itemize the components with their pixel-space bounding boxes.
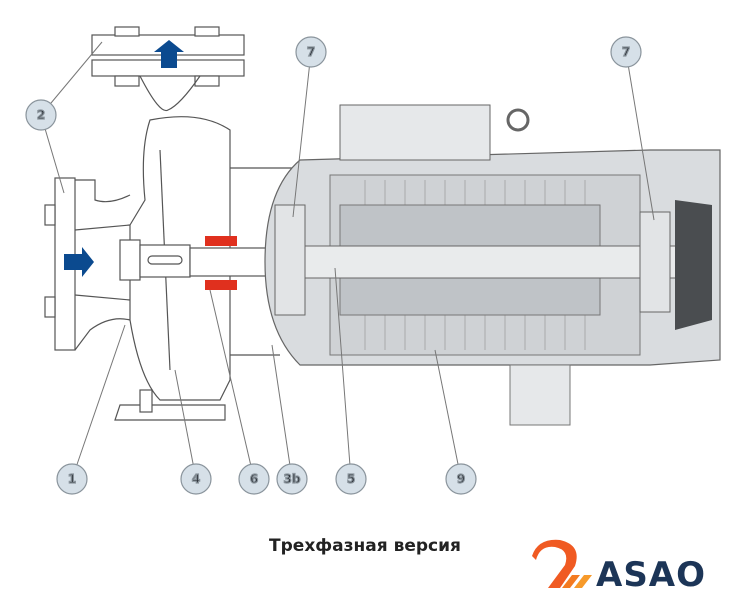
- discharge-flow-arrow-icon: [154, 40, 184, 68]
- svg-text:4: 4: [192, 472, 200, 486]
- callout-1: 1: [56, 463, 88, 495]
- callout-6: 6: [238, 463, 270, 495]
- callout-7-front-bearing: 7: [295, 36, 327, 68]
- callout-5: 5: [335, 463, 367, 495]
- mechanical-seal-bottom: [205, 280, 237, 290]
- svg-text:6: 6: [250, 472, 258, 486]
- callout-9: 9: [445, 463, 477, 495]
- svg-text:5: 5: [347, 472, 355, 486]
- pump-body: [44, 26, 300, 421]
- asao-logo-mark-icon: [532, 539, 592, 588]
- asao-logo-text: ASAO: [596, 555, 707, 595]
- callout-2: 2: [25, 99, 57, 131]
- svg-text:7: 7: [307, 45, 315, 59]
- svg-text:2: 2: [37, 108, 45, 122]
- svg-text:9: 9: [457, 472, 465, 486]
- diagram-caption: Трехфазная версия: [269, 536, 461, 556]
- motor: [264, 104, 721, 426]
- callout-4: 4: [180, 463, 212, 495]
- svg-text:3b: 3b: [284, 472, 301, 486]
- callout-7-rear-bearing: 7: [610, 36, 642, 68]
- svg-text:7: 7: [622, 45, 630, 59]
- callout-3b: 3b: [276, 463, 308, 495]
- mechanical-seal-top: [205, 236, 237, 246]
- suction-flow-arrow-icon: [64, 247, 94, 277]
- svg-text:1: 1: [68, 472, 76, 486]
